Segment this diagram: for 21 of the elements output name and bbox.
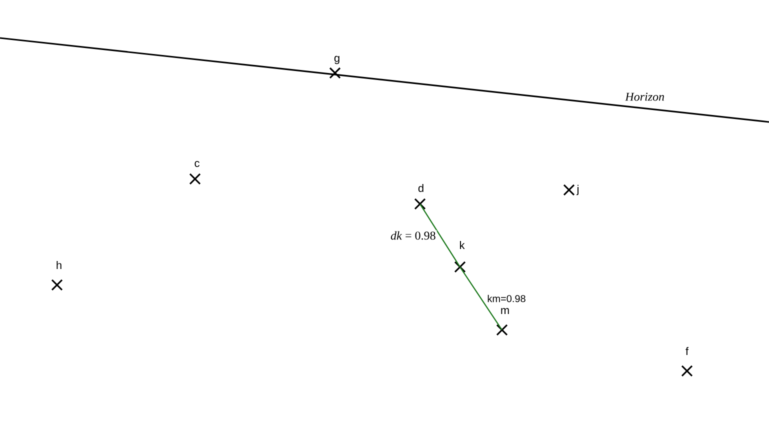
point-marker bbox=[414, 184, 426, 210]
point-marker bbox=[681, 347, 693, 377]
edge-label: dk = 0.98 bbox=[390, 230, 437, 241]
point-marker bbox=[329, 56, 341, 79]
point-label: k bbox=[460, 241, 465, 249]
segment bbox=[420, 204, 460, 268]
point-marker bbox=[51, 261, 63, 291]
point-marker bbox=[189, 161, 201, 185]
segment bbox=[460, 266, 502, 330]
point-marker bbox=[563, 184, 578, 196]
point-label: h bbox=[56, 261, 62, 269]
point-label: d bbox=[418, 184, 424, 192]
point-marker bbox=[496, 308, 509, 336]
edge-label: km=0.98 bbox=[486, 294, 527, 304]
point-label: j bbox=[576, 184, 578, 196]
point-label: g bbox=[334, 56, 340, 64]
line-label: Horizon bbox=[625, 92, 664, 101]
point-label: c bbox=[194, 161, 200, 167]
point-label: m bbox=[501, 308, 509, 314]
point-label: f bbox=[686, 347, 689, 355]
point-marker bbox=[454, 241, 466, 273]
